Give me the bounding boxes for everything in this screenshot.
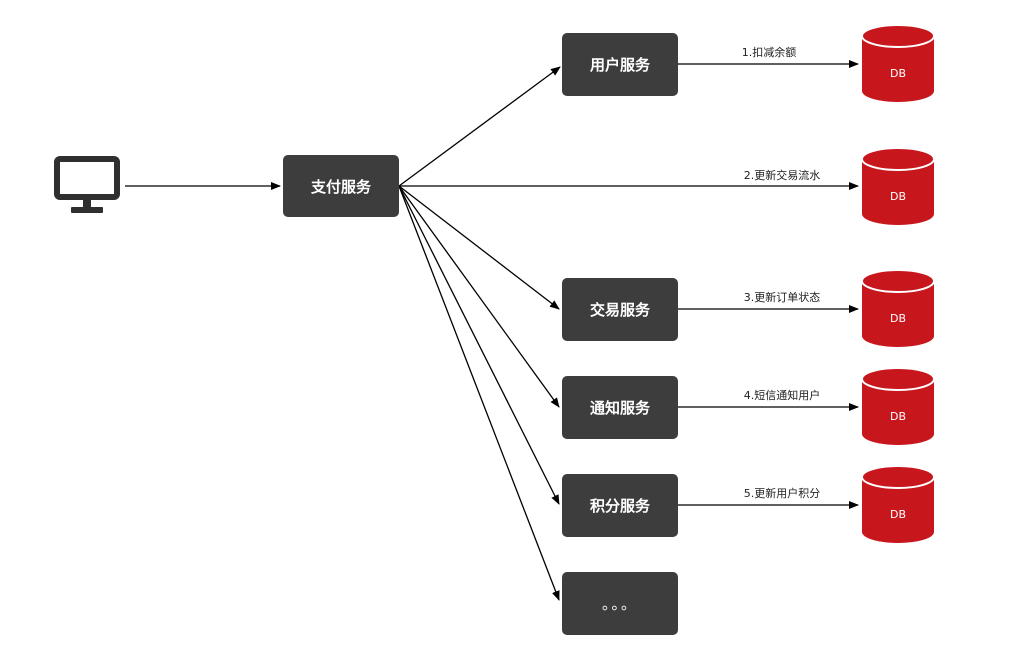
user-service-node: 用户服务: [562, 33, 678, 96]
edge-label-4: 4.短信通知用户: [743, 389, 821, 402]
database-cylinder-icon: [862, 466, 934, 543]
more-services-node: 。。。: [562, 572, 678, 635]
database-label: DB: [889, 312, 907, 325]
points-service-label: 积分服务: [589, 497, 650, 515]
monitor-icon: [54, 156, 120, 220]
more-services-label: 。。。: [601, 595, 638, 613]
database-label: DB: [889, 190, 907, 203]
database-label: DB: [889, 410, 907, 423]
edge-payment-to-more-service: [398, 185, 560, 601]
database-cylinder-icon: [862, 25, 934, 102]
database-cylinder-icon: [862, 368, 934, 445]
notify-service-node: 通知服务: [562, 376, 678, 439]
database-1: DB: [862, 25, 934, 103]
database-cylinder-icon: [862, 270, 934, 347]
database-3: DB: [862, 270, 934, 348]
database-label: DB: [889, 508, 907, 521]
edge-label-5: 5.更新用户积分: [743, 487, 821, 500]
database-2: DB: [862, 148, 934, 226]
trade-service-label: 交易服务: [589, 301, 650, 319]
payment-service-label: 支付服务: [310, 177, 371, 196]
payment-service-node: 支付服务: [283, 155, 399, 217]
user-service-label: 用户服务: [589, 56, 650, 74]
database-4: DB: [862, 368, 934, 446]
edge-label-1: 1.扣减余额: [741, 46, 797, 59]
edge-label-3: 3.更新订单状态: [743, 291, 821, 304]
database-cylinder-icon: [862, 148, 934, 225]
trade-service-node: 交易服务: [562, 278, 678, 341]
edge-payment-to-points-service: [398, 185, 560, 505]
edge-payment-to-trade-service: [398, 185, 560, 310]
points-service-node: 积分服务: [562, 474, 678, 537]
edge-payment-to-user-service: [398, 66, 561, 187]
edge-payment-to-notify-service: [398, 185, 560, 408]
database-label: DB: [889, 67, 907, 80]
database-5: DB: [862, 466, 934, 544]
notify-service-label: 通知服务: [589, 399, 650, 417]
edge-label-2: 2.更新交易流水: [743, 169, 821, 182]
